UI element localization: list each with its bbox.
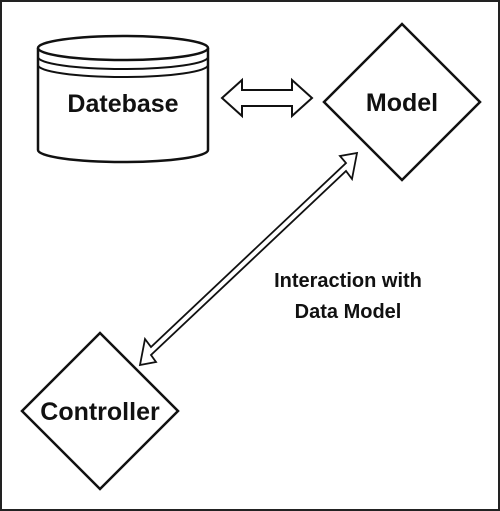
model-controller-double-arrow [138,151,359,367]
database-ring-1 [37,56,209,70]
controller-node: Controller [20,331,180,491]
database-cylinder-top [36,34,210,62]
model-node: Model [322,22,482,182]
database-model-double-arrow [220,77,314,119]
controller-diamond [20,331,180,491]
database-label: Datebase [67,90,178,118]
annotation-line-2: Data Model [295,301,402,323]
annotation-line-1: Interaction with [274,270,422,292]
controller-label: Controller [40,398,160,426]
database-node: Datebase [36,34,210,164]
database-cylinder-body [36,48,210,164]
database-ring-2 [37,64,209,78]
model-diamond [322,22,482,182]
model-label: Model [366,89,438,117]
